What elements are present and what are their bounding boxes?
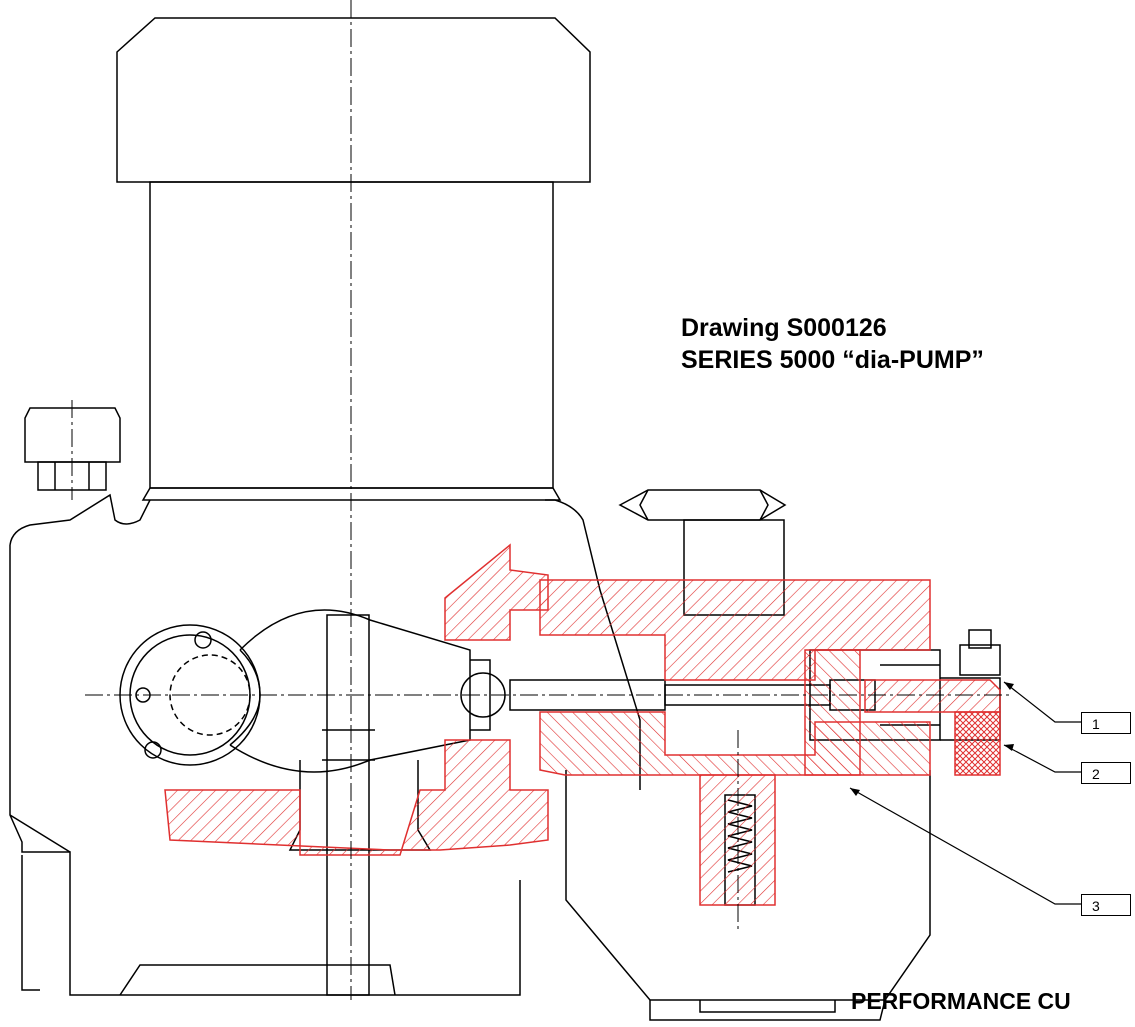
crosshatch-seal-ring	[954, 711, 1001, 776]
motor-cap	[116, 17, 591, 183]
hatch-gland	[804, 649, 861, 776]
hatch-pump-head	[539, 579, 931, 681]
leader-line-1	[1003, 681, 1081, 723]
connecting-rod	[229, 609, 471, 773]
vent-plug	[24, 407, 121, 463]
callout-2: 2	[1081, 762, 1131, 784]
valve-nut	[618, 489, 787, 521]
leader-line-2	[1003, 744, 1081, 773]
hatch-pump-head-lower	[539, 711, 931, 776]
hatch-housing-flange	[444, 543, 549, 641]
callout-3: 3	[1081, 894, 1131, 916]
leader-line-3	[849, 787, 1081, 905]
hatch-housing-lower	[164, 739, 549, 856]
drawing-number-label: Drawing S000126	[681, 314, 887, 342]
hatch-outlet-nipple	[864, 679, 1001, 713]
performance-label: PERFORMANCE CU	[851, 988, 1071, 1014]
pump-head-body	[565, 770, 931, 1001]
series-label: SERIES 5000 “dia-PUMP”	[681, 346, 984, 374]
crankshaft	[326, 614, 370, 996]
callout-1: 1	[1081, 712, 1131, 734]
